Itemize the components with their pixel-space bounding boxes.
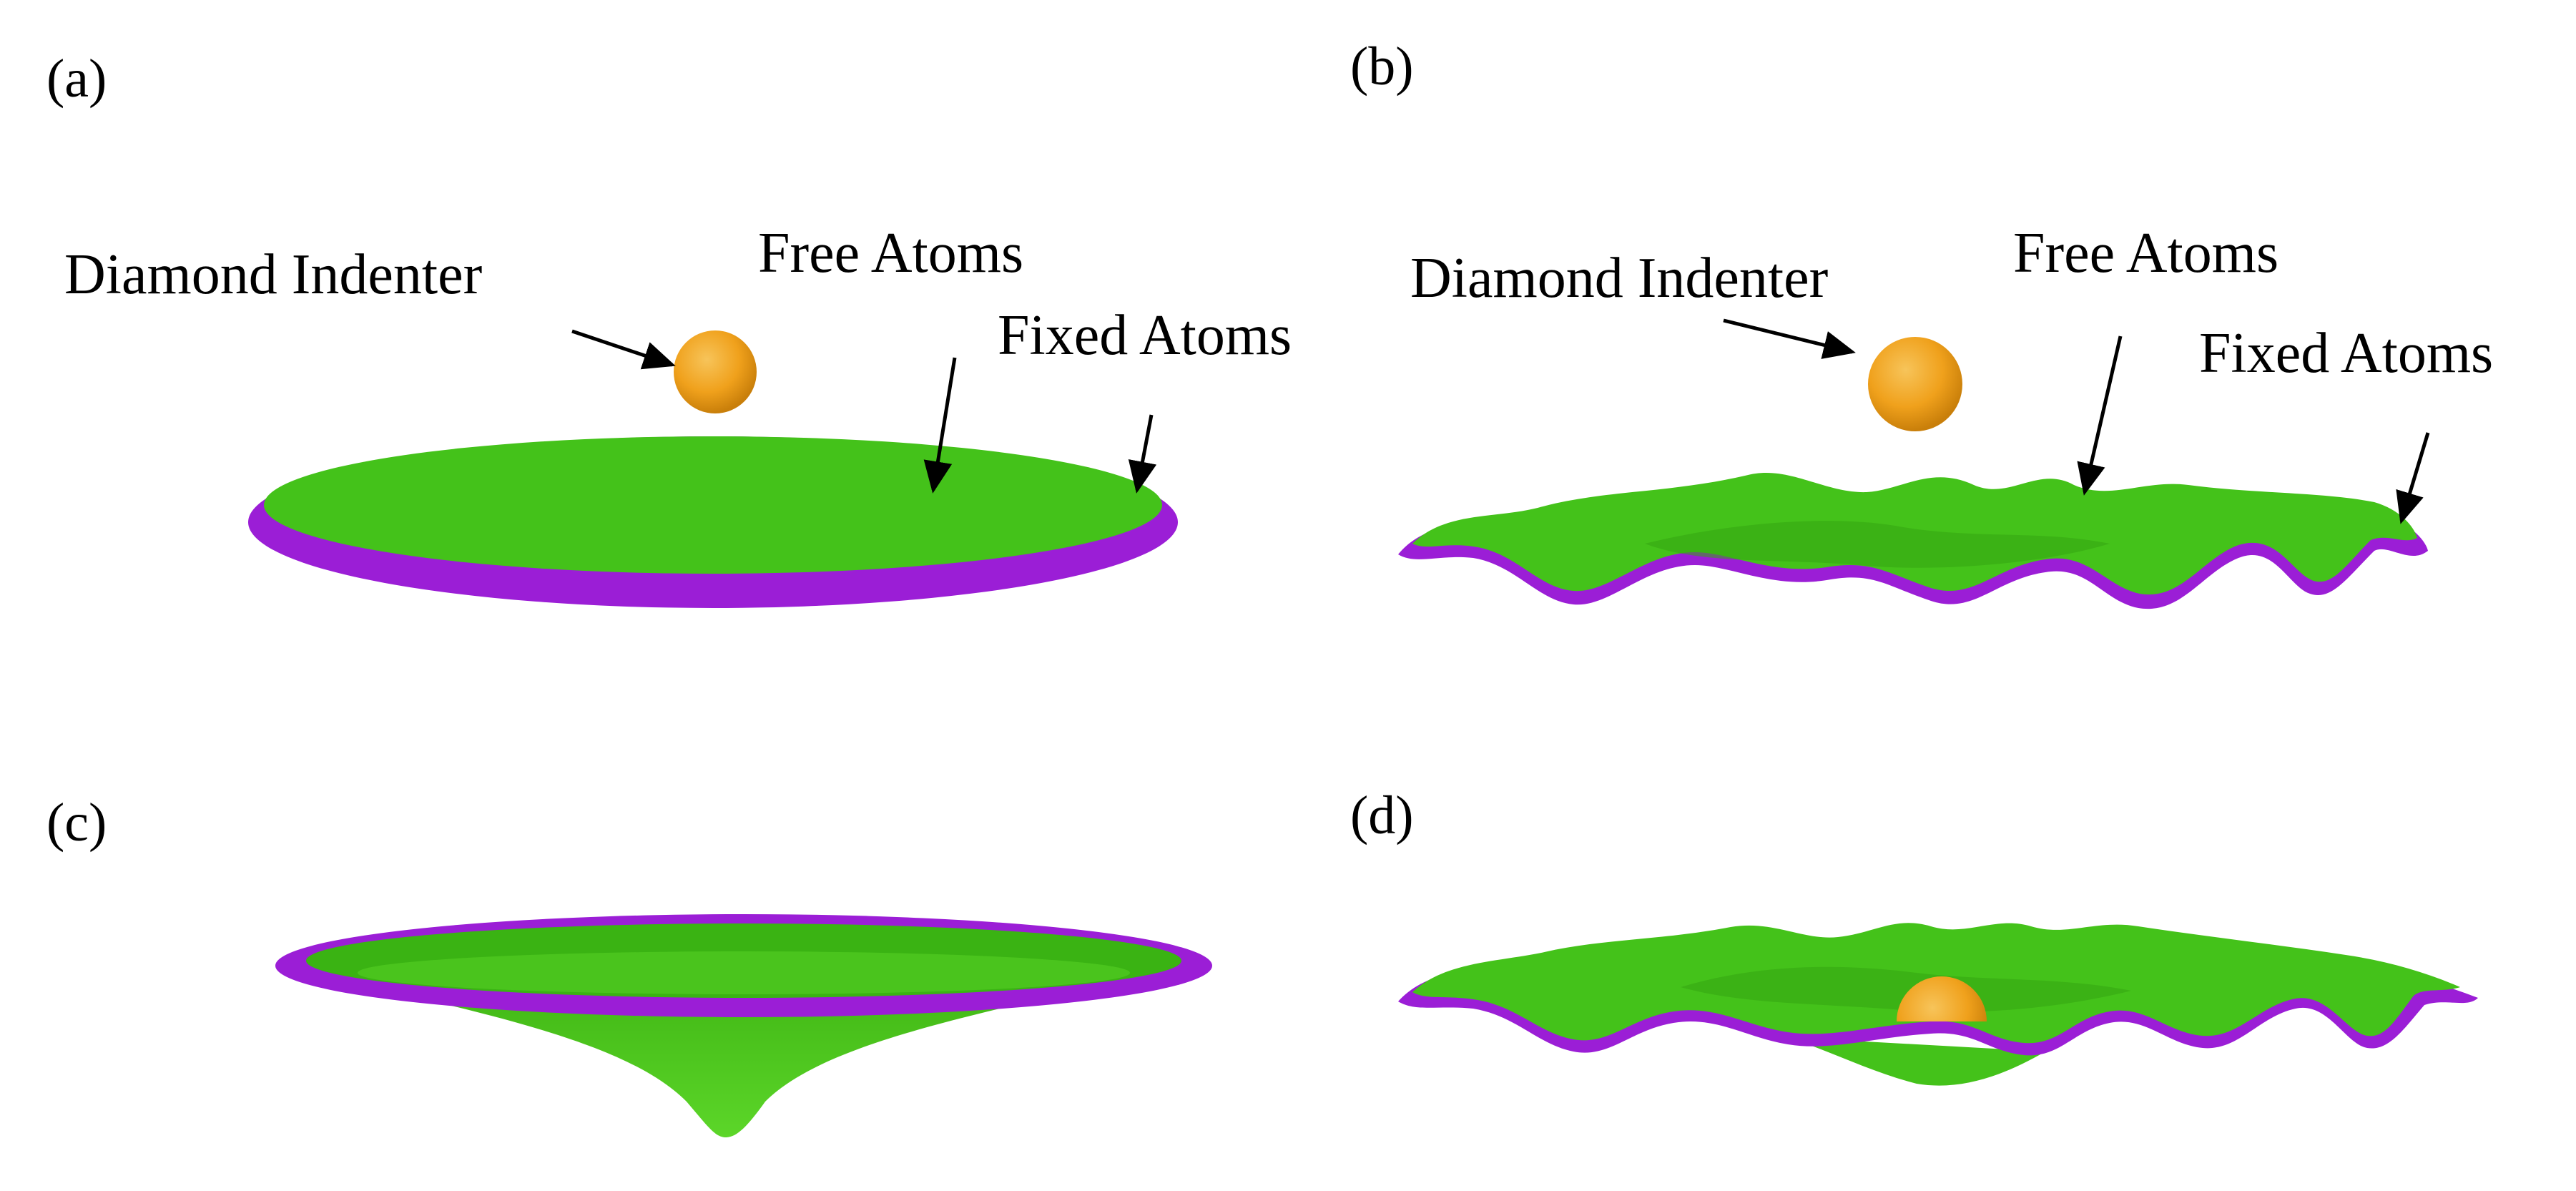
panel-c-free-atoms-cone (308, 973, 1159, 1137)
panel-d: (d) (1350, 785, 2478, 1086)
panel-a-indenter-arrow (571, 329, 676, 370)
panel-b: (b) Diamond Indenter Free Atoms Fixed At… (1350, 36, 2493, 609)
panel-a-label: (a) (46, 49, 107, 109)
panel-d-label: (d) (1350, 785, 1414, 846)
panel-b-fixed-arrow (2396, 432, 2430, 524)
panel-d-surface-shading (1681, 966, 2131, 1012)
panel-b-free-arrow (2077, 335, 2123, 496)
panel-b-fixed-label: Fixed Atoms (2199, 322, 2493, 385)
panel-a-free-atoms-surface (264, 436, 1162, 574)
panel-c: (c) (46, 793, 1212, 1137)
panel-a-fixed-arrow (1128, 414, 1157, 494)
panel-a-graphene-sheet (248, 436, 1178, 608)
panel-a-diamond-indenter (674, 330, 757, 413)
panel-b-indenter-arrow (1723, 318, 1856, 359)
panel-c-graphene-sheet (275, 914, 1212, 1137)
panel-a-fixed-label: Fixed Atoms (998, 304, 1292, 367)
panel-b-label: (b) (1350, 36, 1414, 97)
panel-c-label: (c) (46, 793, 107, 853)
panel-b-indenter-label: Diamond Indenter (1410, 247, 1828, 310)
panel-b-graphene-sheet (1398, 472, 2428, 609)
panel-d-free-atoms-dip (1788, 1037, 2045, 1086)
panel-a-free-arrow (923, 357, 957, 494)
panel-d-diamond-indenter (1897, 976, 1987, 1021)
panel-c-surface-highlight (358, 951, 1130, 994)
panel-b-surface-shading (1645, 521, 2110, 568)
panel-b-diamond-indenter (1868, 337, 1962, 431)
panel-b-free-label: Free Atoms (2013, 222, 2278, 285)
panel-a: (a) Diamond Indenter Free Atoms Fixed At… (46, 49, 1292, 608)
panel-a-free-label: Free Atoms (758, 222, 1023, 285)
panel-a-indenter-label: Diamond Indenter (64, 243, 482, 306)
